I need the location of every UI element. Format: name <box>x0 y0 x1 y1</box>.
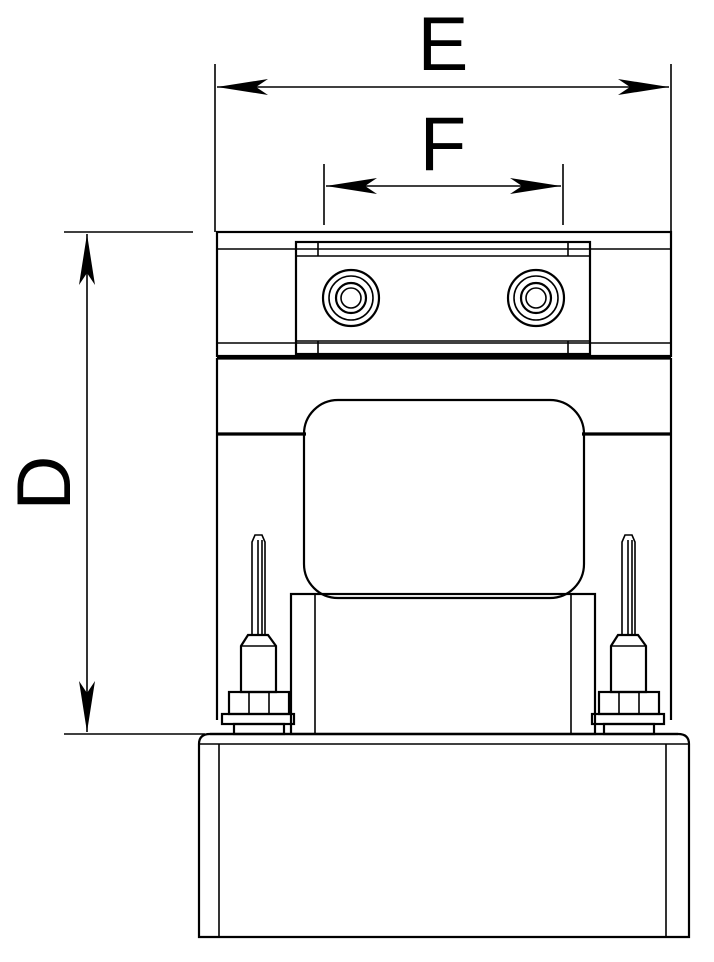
terminal-right-base <box>602 722 656 736</box>
dimension-label-d: D <box>2 456 87 511</box>
arrowhead-d-top <box>79 234 95 285</box>
arrowhead-f-right <box>510 178 561 194</box>
arrowhead-e-right <box>618 79 669 95</box>
stud-right <box>506 268 566 328</box>
terminal-right-pin <box>621 534 636 635</box>
dimension-e: E <box>214 2 672 232</box>
arrowhead-f-left <box>326 178 377 194</box>
coil-winding <box>302 398 586 600</box>
strap-outline <box>294 240 592 356</box>
terminal-left-pin <box>251 534 266 635</box>
dimension-label-e: E <box>418 2 469 87</box>
stud-left <box>321 268 381 328</box>
base <box>197 732 691 939</box>
terminal-left-washer <box>220 712 296 726</box>
dimension-f: F <box>323 102 564 225</box>
arrowhead-e-left <box>217 79 268 95</box>
terminal-right-nut <box>597 690 661 716</box>
terminal-right <box>590 534 666 736</box>
terminal-left-sleeve <box>239 633 278 694</box>
coil <box>289 398 597 736</box>
bracket-outline <box>215 230 673 358</box>
core-frame <box>215 358 673 720</box>
top-bracket <box>215 230 673 360</box>
arrowhead-d-bottom <box>79 681 95 732</box>
terminal-left-base <box>232 722 286 736</box>
dimension-label-f: F <box>420 102 466 187</box>
terminal-left-nut <box>227 690 291 716</box>
base-outline <box>197 732 691 939</box>
terminal-left <box>220 534 296 736</box>
coil-bobbin <box>289 592 597 736</box>
terminal-right-sleeve <box>609 633 648 694</box>
dimension-d: D <box>2 231 205 735</box>
terminal-right-washer <box>590 712 666 726</box>
mounting-strap <box>294 240 592 356</box>
